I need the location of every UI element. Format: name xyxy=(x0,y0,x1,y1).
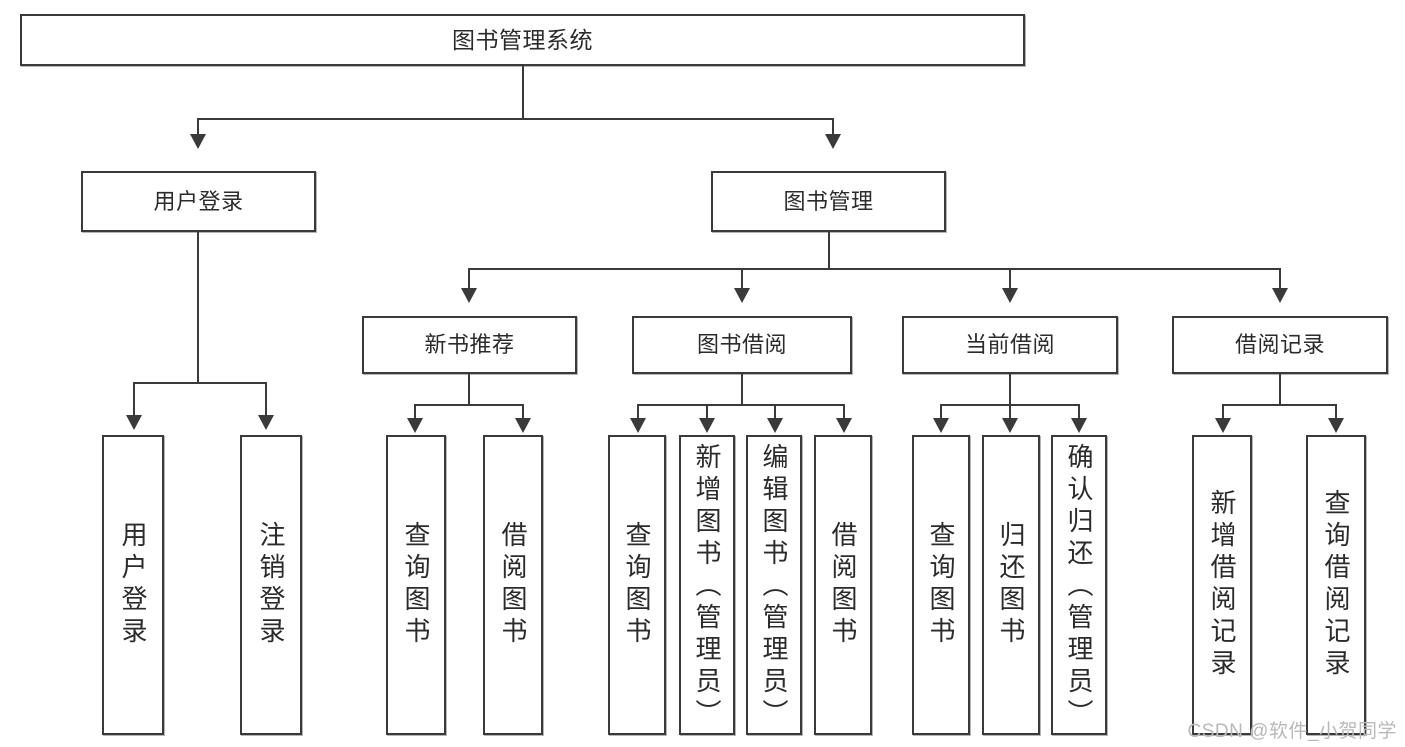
arrow-to-borrow-record xyxy=(1272,288,1288,303)
node-label: 注销登录 xyxy=(256,521,286,649)
arrow-to-query-book-2 xyxy=(630,418,646,433)
connector-drop-current-borrow xyxy=(1009,268,1011,290)
node-label: 借阅图书 xyxy=(828,521,858,649)
leaf-borrow-book-recommend[interactable]: 借阅图书 xyxy=(483,435,543,735)
connector-drop-confirm-return xyxy=(1078,404,1080,420)
arrow-to-query-record xyxy=(1328,418,1344,433)
connector-drop-borrow-record xyxy=(1279,268,1281,290)
connector-book-borrow-bus xyxy=(637,404,845,406)
connector-drop-add-book xyxy=(706,404,708,420)
connector-book-management-stem xyxy=(828,232,830,270)
node-label: 查询图书 xyxy=(926,521,956,649)
node-book-borrow[interactable]: 图书借阅 xyxy=(632,316,852,374)
arrow-to-book-borrow xyxy=(734,288,750,303)
connector-new-book-stem xyxy=(468,374,470,406)
arrow-to-confirm-return xyxy=(1071,418,1087,433)
leaf-borrow-book[interactable]: 借阅图书 xyxy=(814,435,872,735)
arrow-to-add-book xyxy=(699,418,715,433)
node-new-book-recommend[interactable]: 新书推荐 xyxy=(362,316,577,374)
node-label: 查询图书 xyxy=(401,521,431,649)
connector-drop-leaf-user-login xyxy=(133,382,135,417)
node-label: 用户登录 xyxy=(118,521,148,649)
leaf-edit-book-admin[interactable]: 编辑图书（管理员） xyxy=(746,435,802,735)
leaf-query-book-borrow[interactable]: 查询图书 xyxy=(608,435,666,735)
connector-drop-return-book xyxy=(1009,404,1011,420)
connector-drop-query-record xyxy=(1335,404,1337,420)
node-label: 图书管理系统 xyxy=(452,26,593,53)
node-label: 新增图书（管理员） xyxy=(692,443,722,731)
arrow-to-query-book-1 xyxy=(407,418,423,433)
arrow-to-leaf-user-login xyxy=(126,415,142,430)
connector-current-borrow-stem xyxy=(1009,374,1011,406)
connector-root-bus xyxy=(197,118,834,120)
arrow-to-borrow-book-2 xyxy=(836,418,852,433)
node-label: 编辑图书（管理员） xyxy=(759,443,789,731)
arrow-to-new-book-recommend xyxy=(461,288,477,303)
connector-book-management-bus xyxy=(468,268,1280,270)
connector-drop-query-book-3 xyxy=(940,404,942,420)
arrow-to-return-book xyxy=(1002,418,1018,433)
arrow-to-edit-book xyxy=(767,418,783,433)
connector-borrow-record-bus xyxy=(1222,404,1337,406)
leaf-query-borrow-record[interactable]: 查询借阅记录 xyxy=(1306,435,1366,735)
connector-new-book-bus xyxy=(414,404,524,406)
connector-drop-borrow-book-1 xyxy=(522,404,524,420)
node-label: 查询借阅记录 xyxy=(1321,489,1351,681)
arrow-to-add-record xyxy=(1215,418,1231,433)
connector-drop-book-management xyxy=(832,118,834,136)
node-current-borrow[interactable]: 当前借阅 xyxy=(902,316,1118,374)
node-label: 新书推荐 xyxy=(424,332,515,358)
connector-book-borrow-stem xyxy=(741,374,743,406)
connector-drop-borrow-book-2 xyxy=(843,404,845,420)
leaf-query-book-current[interactable]: 查询图书 xyxy=(912,435,970,735)
leaf-logout[interactable]: 注销登录 xyxy=(240,435,302,735)
connector-drop-new-book xyxy=(468,268,470,290)
node-label: 图书借阅 xyxy=(696,332,787,358)
arrow-to-book-management xyxy=(825,134,841,149)
connector-drop-book-borrow xyxy=(741,268,743,290)
connector-drop-query-book-1 xyxy=(414,404,416,420)
node-label: 借阅图书 xyxy=(498,521,528,649)
leaf-add-book-admin[interactable]: 新增图书（管理员） xyxy=(679,435,735,735)
node-label: 新增借阅记录 xyxy=(1207,489,1237,681)
node-user-login[interactable]: 用户登录 xyxy=(81,171,316,232)
node-label: 当前借阅 xyxy=(964,332,1055,358)
connector-user-login-bus xyxy=(133,382,267,384)
node-label: 确认归还（管理员） xyxy=(1064,443,1094,731)
connector-borrow-record-stem xyxy=(1279,374,1281,406)
leaf-return-book[interactable]: 归还图书 xyxy=(982,435,1040,735)
leaf-add-borrow-record[interactable]: 新增借阅记录 xyxy=(1192,435,1252,735)
connector-drop-user-login xyxy=(197,118,199,136)
leaf-confirm-return-admin[interactable]: 确认归还（管理员） xyxy=(1051,435,1107,735)
node-label: 图书管理 xyxy=(783,188,874,214)
node-root-book-management-system[interactable]: 图书管理系统 xyxy=(20,14,1025,66)
node-label: 查询图书 xyxy=(622,521,652,649)
arrow-to-borrow-book-1 xyxy=(515,418,531,433)
connector-drop-leaf-logout xyxy=(265,382,267,417)
arrow-to-query-book-3 xyxy=(933,418,949,433)
leaf-user-login[interactable]: 用户登录 xyxy=(102,435,164,735)
connector-user-login-stem xyxy=(197,232,199,384)
arrow-to-current-borrow xyxy=(1002,288,1018,303)
leaf-query-book-recommend[interactable]: 查询图书 xyxy=(386,435,446,735)
arrow-to-user-login xyxy=(190,134,206,149)
connector-drop-query-book-2 xyxy=(637,404,639,420)
connector-drop-add-record xyxy=(1222,404,1224,420)
node-book-management[interactable]: 图书管理 xyxy=(711,171,946,232)
node-label: 用户登录 xyxy=(153,188,244,214)
node-label: 借阅记录 xyxy=(1234,332,1325,358)
arrow-to-leaf-logout xyxy=(258,415,274,430)
connector-root-stem xyxy=(522,66,524,118)
connector-drop-edit-book xyxy=(774,404,776,420)
node-label: 归还图书 xyxy=(996,521,1026,649)
node-borrow-record[interactable]: 借阅记录 xyxy=(1172,316,1388,374)
